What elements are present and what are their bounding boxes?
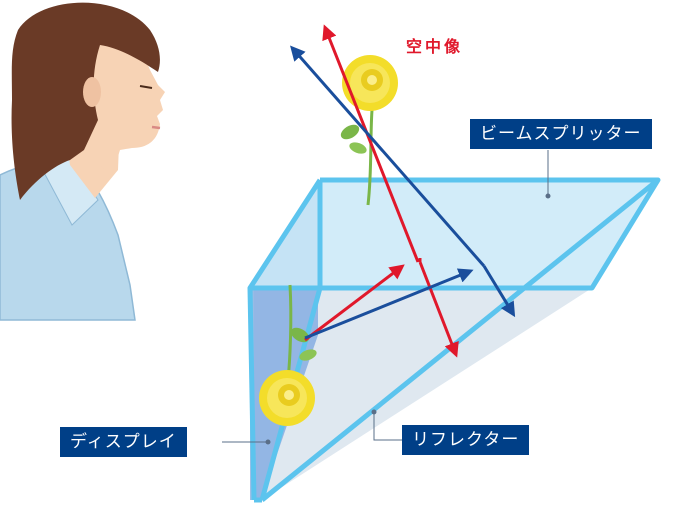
light-rays: [290, 24, 516, 358]
blue-ray-to-reflector: [304, 268, 474, 340]
leader-reflector: [373, 412, 402, 441]
aerial-image-label: 空中像: [406, 37, 464, 56]
red-ray-aerial: [322, 24, 420, 263]
beam-splitter-label: ビームスプリッター: [470, 119, 652, 149]
red-ray-to-reflector: [304, 264, 405, 342]
viewer-eye: [139, 85, 153, 89]
reflector-label: リフレクター: [402, 425, 530, 455]
viewer-ear: [83, 77, 101, 107]
viewer-illustration: [0, 2, 165, 321]
aerial-rose-image: [340, 55, 398, 206]
red-ray-transmitted: [418, 261, 459, 358]
display-label: ディスプレイ: [60, 427, 187, 457]
blue-ray-aerial: [290, 45, 486, 267]
leader-reflector-dot: [371, 409, 377, 415]
leader-lines: [222, 150, 551, 445]
leader-beam-splitter-dot: [545, 193, 551, 199]
leader-display-dot: [265, 439, 271, 445]
viewer-lips: [151, 125, 161, 130]
blue-ray-transmitted: [482, 265, 516, 318]
reflector-surface: [256, 288, 592, 500]
display-rose-image: [259, 284, 317, 426]
